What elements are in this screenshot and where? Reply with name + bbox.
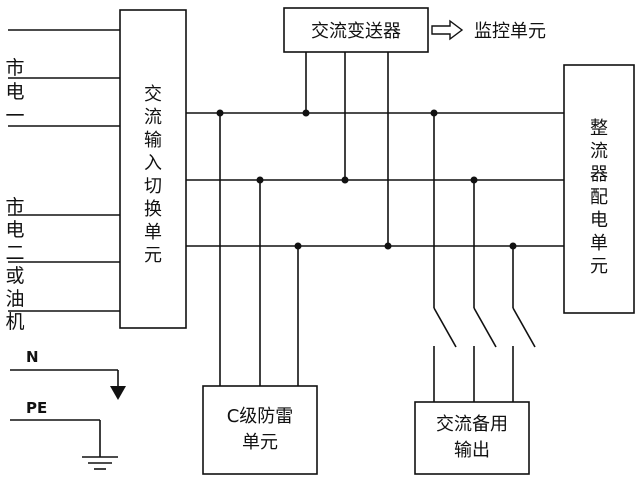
input-switch-char: 交	[144, 84, 162, 105]
monitor-label: 监控单元	[474, 21, 546, 42]
mains1-char: 电	[5, 81, 24, 103]
backup-switch-2	[473, 307, 497, 348]
mains2-char: 机	[5, 311, 24, 333]
input-switch-char: 单	[144, 222, 162, 243]
input-switch-char: 流	[144, 107, 162, 128]
backup-switch-1	[433, 307, 457, 348]
mains1-char: 一	[5, 105, 24, 127]
pe-label: PE	[26, 399, 47, 417]
spd-label-line1: C级防雷	[227, 406, 294, 427]
transmitter-label: 交流变送器	[311, 21, 401, 42]
n-label: N	[26, 348, 39, 366]
rectifier-char: 配	[590, 187, 608, 208]
input-switch-box	[119, 9, 187, 329]
mains2-char: 电	[5, 219, 24, 241]
mains1-char: 市	[5, 57, 24, 79]
rectifier-char: 流	[590, 141, 608, 162]
junction-dot	[216, 109, 224, 117]
backup-label-line2: 输出	[454, 440, 490, 461]
junction-dot	[470, 176, 478, 184]
junction-dot	[509, 242, 517, 250]
backup-switch-3	[512, 307, 536, 348]
rectifier-char: 电	[590, 210, 608, 231]
mains2-char: 市	[5, 196, 24, 218]
rectifier-char: 单	[590, 233, 608, 254]
arrow-to-monitor-icon	[431, 19, 464, 41]
mains2-char: 二	[5, 242, 24, 264]
rectifier-char: 器	[590, 164, 608, 185]
junction-dot	[341, 176, 349, 184]
junction-dot	[302, 109, 310, 117]
n-arrow-icon	[110, 386, 126, 400]
mains2-char: 或	[5, 265, 24, 287]
input-switch-char: 输	[144, 130, 162, 151]
junction-dot	[384, 242, 392, 250]
input-switch-char: 元	[144, 245, 162, 266]
junction-dot	[294, 242, 302, 250]
junction-dot	[430, 109, 438, 117]
input-switch-char: 切	[144, 176, 162, 197]
transmitter-box	[283, 7, 429, 53]
junction-dot	[256, 176, 264, 184]
rectifier-char: 整	[590, 118, 608, 139]
rectifier-box	[563, 64, 635, 314]
backup-label-line1: 交流备用	[436, 414, 508, 435]
spd-label-line2: 单元	[242, 432, 278, 453]
input-switch-char: 入	[144, 153, 162, 174]
rectifier-char: 元	[590, 256, 608, 277]
backup-output-box	[414, 401, 530, 475]
mains2-char: 油	[5, 288, 24, 310]
spd-box	[202, 385, 318, 475]
input-switch-char: 换	[144, 199, 162, 220]
